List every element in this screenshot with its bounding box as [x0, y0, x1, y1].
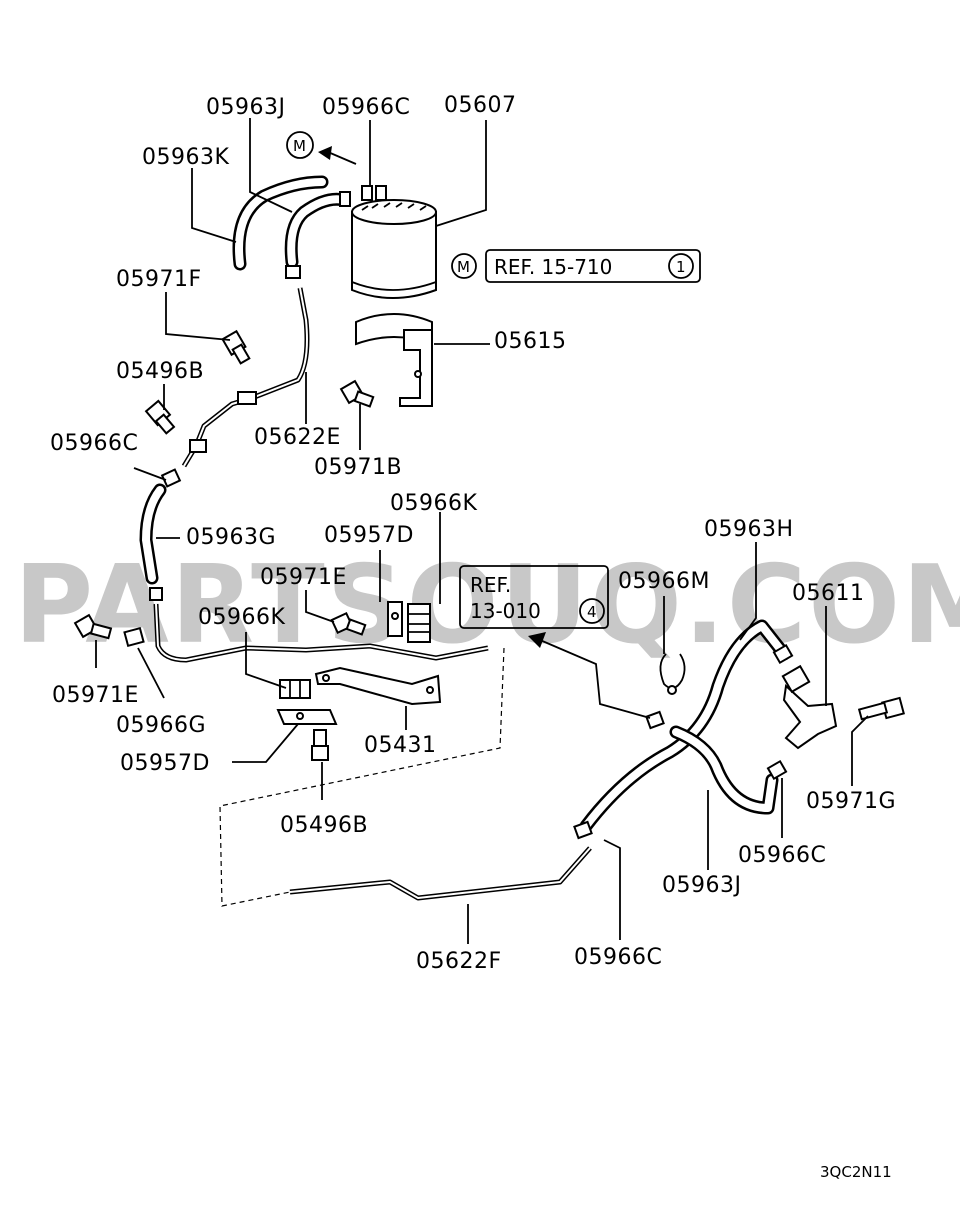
- label-05431: 05431: [364, 733, 437, 758]
- canister-05607[interactable]: [351, 185, 437, 299]
- bracket-05957D-bot[interactable]: [276, 709, 338, 725]
- label-05963J-top: 05963J: [206, 95, 285, 120]
- label-05963J-bot: 05963J: [662, 873, 741, 898]
- label-05971F: 05971F: [116, 267, 202, 292]
- label-05607: 05607: [444, 93, 517, 118]
- label-05971G: 05971G: [806, 789, 896, 814]
- label-05622E: 05622E: [254, 425, 341, 450]
- svg-text:M: M: [457, 258, 470, 276]
- bolt-05971B[interactable]: [339, 379, 375, 408]
- label-05966C-top: 05966C: [322, 95, 410, 120]
- clips-05966C-right[interactable]: [573, 643, 794, 840]
- label-05957D-bot: 05957D: [120, 751, 210, 776]
- label-05963G: 05963G: [186, 525, 276, 550]
- marker-m-top: M: [286, 131, 357, 165]
- hose-05963H[interactable]: [579, 619, 791, 833]
- bolt-05496B-bottom[interactable]: [311, 729, 329, 761]
- label-05963K: 05963K: [142, 145, 229, 170]
- label-05966C-right: 05966C: [738, 843, 826, 868]
- svg-text:M: M: [293, 137, 306, 155]
- label-05496B-bot: 05496B: [280, 813, 368, 838]
- bracket-05957D-top[interactable]: [387, 601, 403, 637]
- diagram-code: 3QC2N11: [820, 1163, 892, 1181]
- label-05957D-top: 05957D: [324, 523, 414, 548]
- hose-05963G[interactable]: [139, 483, 167, 585]
- label-05971E-left: 05971E: [52, 683, 139, 708]
- label-05496B-left: 05496B: [116, 359, 204, 384]
- label-05963H: 05963H: [704, 517, 794, 542]
- pipe-05622F[interactable]: [219, 647, 592, 907]
- label-05615: 05615: [494, 329, 567, 354]
- clamp-05966M[interactable]: [659, 653, 686, 695]
- svg-text:REF.: REF.: [470, 573, 511, 597]
- clip-05966C-top[interactable]: [285, 191, 351, 279]
- clip-05966K-top[interactable]: [407, 603, 431, 643]
- label-05966C-bot: 05966C: [574, 945, 662, 970]
- pipe-05622E[interactable]: [181, 287, 310, 468]
- label-05971B: 05971B: [314, 455, 402, 480]
- label-05971E-mid: 05971E: [260, 565, 347, 590]
- bracket-05431[interactable]: [314, 666, 442, 706]
- svg-text:1: 1: [676, 258, 686, 276]
- bolt-05496B-left[interactable]: [144, 399, 176, 435]
- svg-text:4: 4: [587, 603, 597, 621]
- label-05622F: 05622F: [416, 949, 502, 974]
- clip-05966G[interactable]: [123, 626, 145, 648]
- ref-box-15-710[interactable]: M REF. 15-710 1: [451, 249, 701, 283]
- part-labels: 05963J 05966C 05607 05963K 05971F 05615 …: [50, 93, 896, 974]
- clip-05966K-mid[interactable]: [279, 679, 311, 699]
- arrow-ref2: [528, 632, 651, 719]
- pipe-assembly-middle[interactable]: [149, 587, 489, 663]
- label-05611: 05611: [792, 581, 865, 606]
- valve-05611[interactable]: [781, 664, 838, 750]
- bolt-05971E-mid[interactable]: [330, 611, 367, 636]
- bolt-05971G[interactable]: [857, 696, 905, 721]
- hose-05963K[interactable]: [232, 175, 329, 271]
- label-05966G: 05966G: [116, 713, 206, 738]
- bolt-05971E-left[interactable]: [73, 613, 113, 640]
- bolt-05971F[interactable]: [221, 329, 251, 365]
- label-05966M: 05966M: [618, 569, 710, 594]
- leader-lines: [95, 118, 869, 944]
- ref-box-13-010[interactable]: REF. 13-010 4: [459, 565, 609, 629]
- bracket-05615[interactable]: [355, 313, 433, 407]
- label-05966C-left: 05966C: [50, 431, 138, 456]
- hose-05963J-bot[interactable]: [669, 725, 779, 815]
- label-05966K-mid: 05966K: [198, 605, 285, 630]
- hose-05963J-top[interactable]: [284, 192, 351, 269]
- svg-text:REF. 15-710: REF. 15-710: [494, 255, 612, 279]
- svg-text:13-010: 13-010: [470, 599, 541, 623]
- clip-05966C-left[interactable]: [160, 468, 182, 488]
- label-05966K-top: 05966K: [390, 491, 477, 516]
